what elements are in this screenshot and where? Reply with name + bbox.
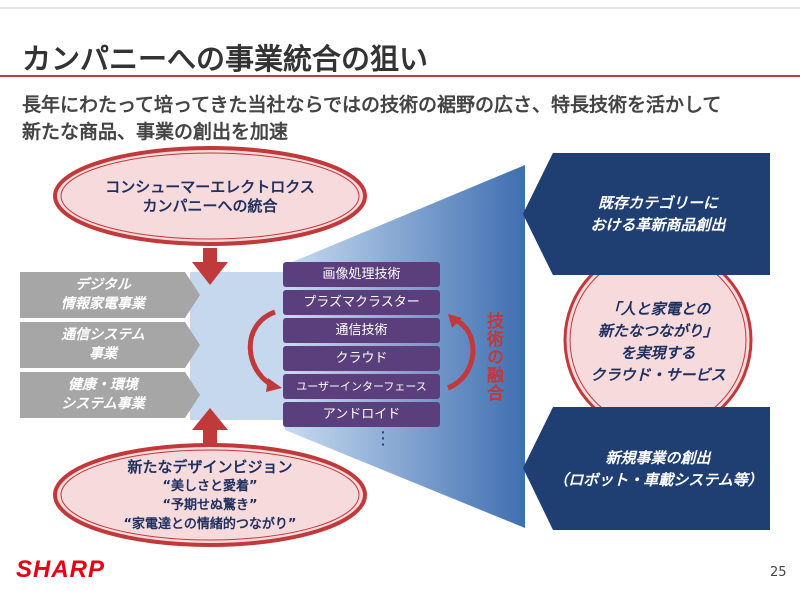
circle-line: を実現する [620, 344, 696, 362]
top-ellipse-text: コンシューマーエレクトロクス カンパニーへの統合 [60, 178, 360, 216]
outcome-top-text: 既存カテゴリーにおける革新商品創出 [548, 192, 768, 236]
subtitle-line-1: 長年にわたって培ってきた当社ならではの技術の裾野の広さ、特長技術を活かして [22, 94, 722, 116]
curved-arrow-left-icon [247, 309, 277, 388]
division-line: 情報家電事業 [61, 296, 145, 312]
tech-item: クラウド [283, 346, 440, 371]
down-arrow-icon [192, 248, 228, 285]
design-vision-title: 新たなデザインビジョン [127, 458, 293, 476]
circle-line: 新たなつながり」 [597, 322, 718, 340]
division-line: システム事業 [61, 396, 145, 412]
subtitle-line-2: 新たな商品、事業の創出を加速 [22, 121, 289, 143]
page-number: 25 [770, 565, 787, 580]
outcome-line: 既存カテゴリーに [597, 194, 718, 212]
sharp-logo: SHARP [16, 556, 106, 583]
merge-area [190, 272, 290, 420]
division-line: 事業 [89, 346, 117, 362]
outcome-line: 新規事業の創出 [605, 449, 711, 467]
division-digital: デジタル情報家電事業 [28, 276, 178, 314]
top-ellipse-shape [53, 146, 367, 246]
division-line: 通信システム [61, 327, 145, 343]
bottom-ellipse-shape [53, 443, 367, 547]
tech-item: アンドロイド [283, 402, 440, 427]
design-vision-item: “美しさと愛着” [162, 479, 258, 494]
division-chevrons [20, 272, 200, 418]
outcome-line: （ロボット・車載システム等） [553, 471, 763, 489]
page-title: カンパニーへの事業統合の狙い [22, 42, 429, 76]
up-arrow-icon [192, 408, 228, 445]
tech-item: ユーザーインターフェース [283, 374, 440, 399]
circle-line: 「人と家電との [605, 300, 711, 318]
tech-item: 通信技術 [283, 318, 440, 343]
cloud-circle-text: 「人と家電との 新たなつながり」 を実現する クラウド・サービス [568, 298, 748, 386]
design-vision-item: “予期せぬ驚き” [162, 498, 258, 513]
tech-item: プラズマクラスター [283, 290, 440, 315]
top-ellipse-line: カンパニーへの統合 [142, 197, 278, 215]
division-telecom: 通信システム事業 [28, 326, 178, 364]
fusion-label: 技術の融合 [483, 312, 503, 402]
division-line: 健康・環境 [68, 377, 138, 393]
outcome-line: おける革新商品創出 [590, 216, 726, 234]
top-ellipse-line: コンシューマーエレクトロクス [105, 178, 315, 196]
division-health: 健康・環境システム事業 [28, 376, 178, 414]
design-vision-item: “家電達との情緒的つながり” [123, 517, 297, 532]
tech-item: 画像処理技術 [283, 262, 440, 287]
division-line: デジタル [75, 277, 131, 293]
more-ellipsis: ⋮ [374, 428, 392, 449]
curved-arrow-right-icon [446, 317, 476, 391]
circle-line: クラウド・サービス [590, 366, 726, 384]
outcome-bottom-text: 新規事業の創出 （ロボット・車載システム等） [548, 447, 768, 491]
bottom-ellipse-text: 新たなデザインビジョン “美しさと愛着” “予期せぬ驚き” “家電達との情緒的つ… [60, 458, 360, 534]
